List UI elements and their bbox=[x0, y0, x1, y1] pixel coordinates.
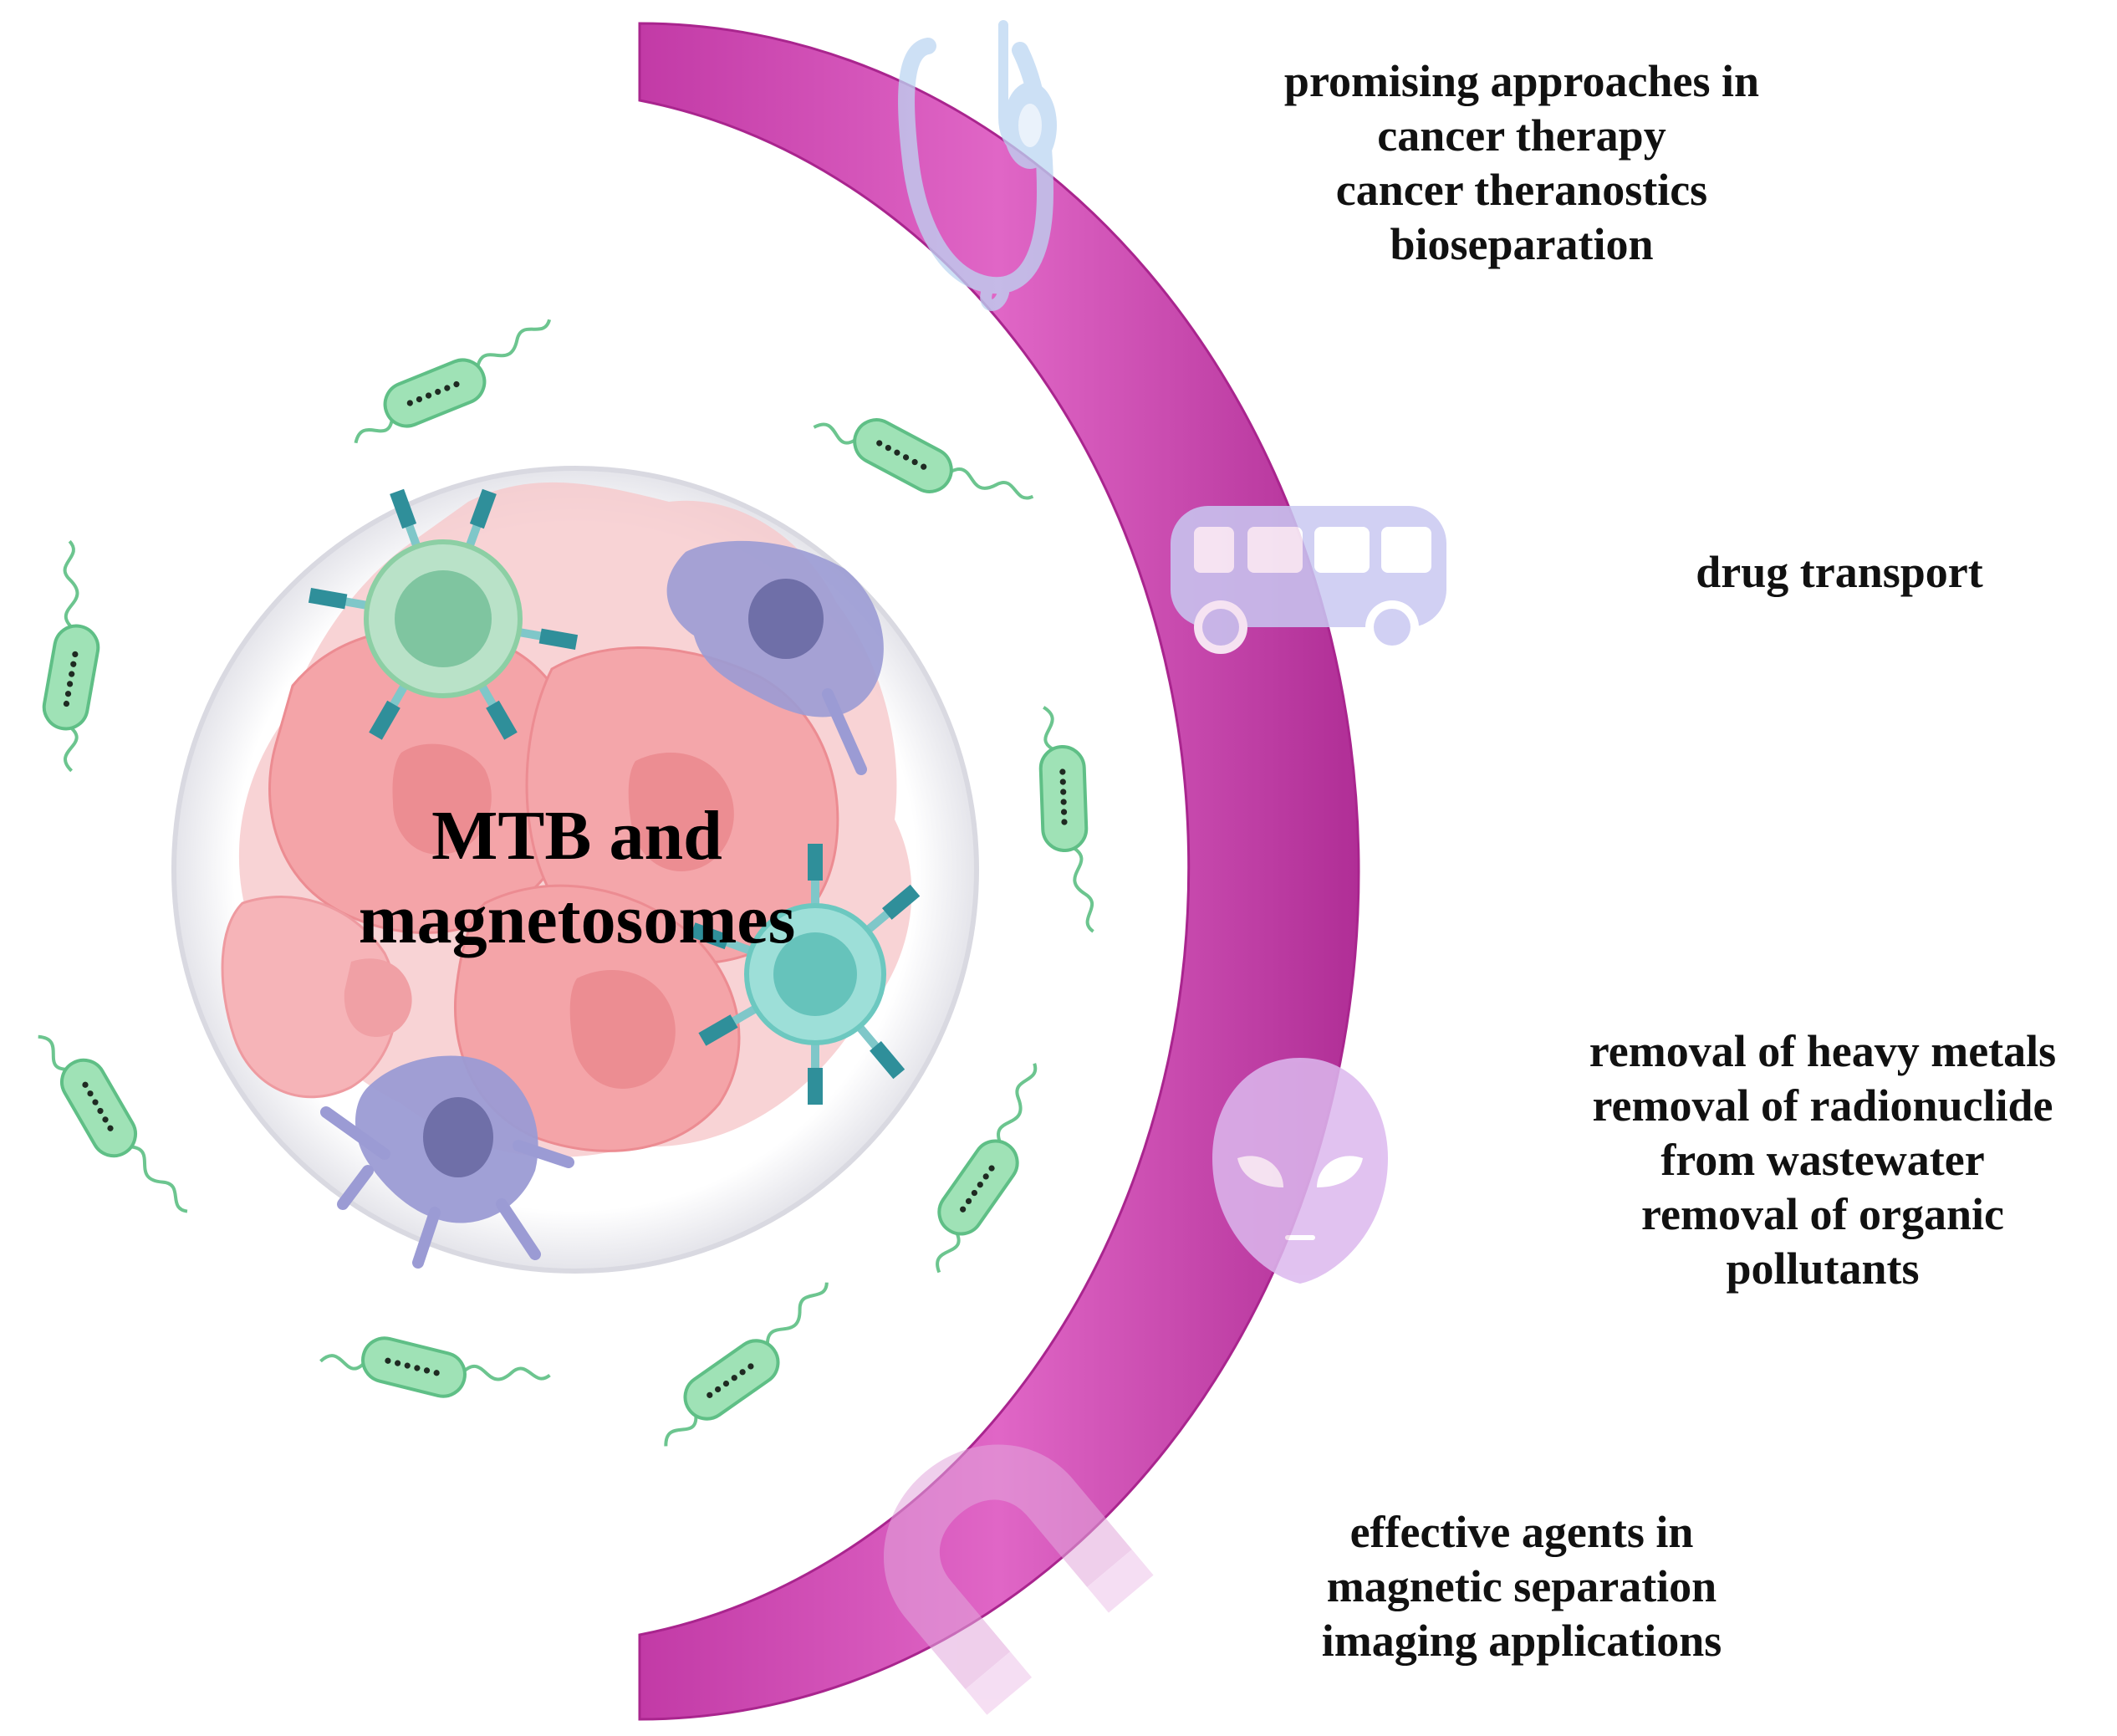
label-drug-transport: drug transport bbox=[1589, 545, 2090, 600]
alien-icon bbox=[1212, 1058, 1388, 1284]
bacterium bbox=[32, 1014, 189, 1237]
label-medical-applications: promising approaches in cancer therapy c… bbox=[1187, 54, 1856, 272]
label-line: cancer theranostics bbox=[1335, 165, 1708, 215]
bacterium bbox=[317, 1319, 552, 1422]
label-magnetic-applications: effective agents in magnetic separation … bbox=[1204, 1505, 1839, 1668]
purple-cell-top bbox=[666, 540, 884, 775]
label-line: drug transport bbox=[1696, 547, 1983, 597]
bus-icon bbox=[1171, 506, 1446, 654]
stethoscope-icon bbox=[898, 20, 1057, 311]
label-line: removal of radionuclide bbox=[1592, 1080, 2053, 1131]
label-line: removal of heavy metals bbox=[1589, 1026, 2057, 1076]
bacterium bbox=[812, 391, 1033, 538]
bacterium bbox=[28, 539, 118, 774]
immune-cell-teal bbox=[690, 844, 921, 1105]
center-title-line: magnetosomes bbox=[358, 881, 796, 958]
bacterium bbox=[338, 318, 569, 450]
bacterium bbox=[640, 1280, 855, 1453]
immune-cell-green bbox=[308, 488, 579, 740]
label-line: cancer therapy bbox=[1377, 110, 1666, 161]
center-title-line: MTB and bbox=[431, 797, 722, 875]
center-title: MTB and magnetosomes bbox=[318, 794, 836, 962]
label-line: pollutants bbox=[1726, 1243, 1920, 1294]
bacterium bbox=[903, 1061, 1075, 1278]
label-line: bioseparation bbox=[1390, 219, 1654, 269]
label-line: magnetic separation bbox=[1326, 1561, 1717, 1611]
label-line: from wastewater bbox=[1660, 1135, 1985, 1185]
label-environmental-applications: removal of heavy metals removal of radio… bbox=[1538, 1024, 2107, 1296]
purple-cell-bottom bbox=[320, 1055, 574, 1269]
label-line: imaging applications bbox=[1321, 1616, 1722, 1666]
magnet-icon bbox=[884, 1444, 1154, 1715]
label-line: removal of organic bbox=[1641, 1189, 2004, 1239]
label-line: effective agents in bbox=[1349, 1507, 1694, 1557]
label-line: promising approaches in bbox=[1283, 56, 1760, 106]
bacterium bbox=[1038, 706, 1093, 933]
application-arc bbox=[638, 22, 1360, 1721]
